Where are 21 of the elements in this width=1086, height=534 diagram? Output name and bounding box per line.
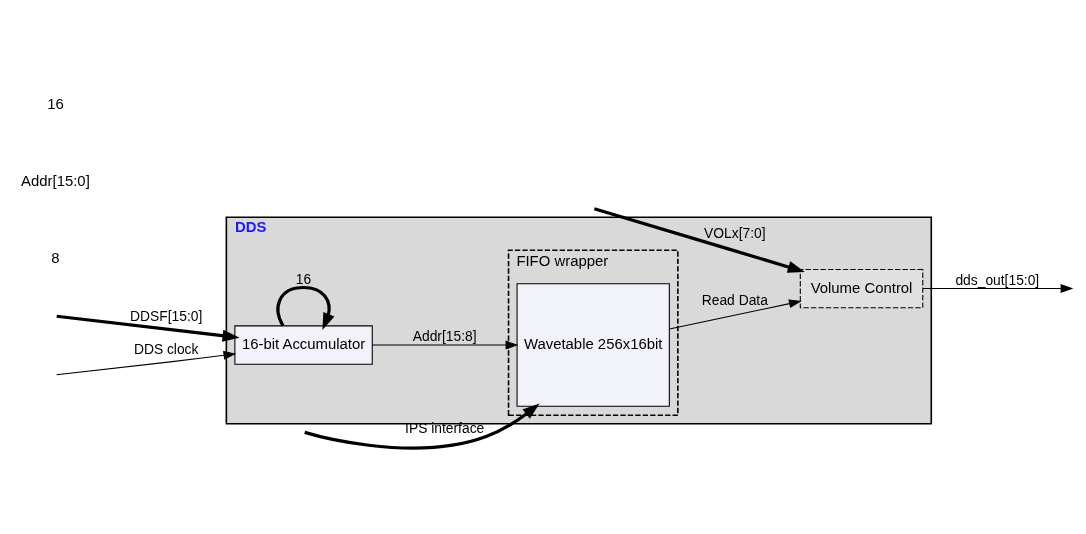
label: 16 [47, 95, 64, 112]
edge-label: 16 [295, 270, 312, 287]
edge-label: Addr[15:8] [412, 327, 477, 344]
label: 8 [51, 249, 60, 266]
edge-label: VOLx[7:0] [704, 224, 766, 241]
arrow [371, 340, 519, 349]
edge-label: DDSF[15:0] [130, 307, 203, 324]
arrow [56, 350, 237, 375]
edge-label: DDS clock [133, 340, 199, 357]
arrow [922, 283, 1074, 293]
node-box: 16-bit Accumulator [234, 324, 373, 365]
arrow [276, 285, 335, 330]
edge-label: Read Data [701, 291, 768, 308]
edge-label: dds_out[15:0] [955, 271, 1040, 288]
node-box: Wavetable 256x16bit [516, 282, 670, 407]
arrow [304, 402, 540, 450]
arrow [56, 314, 240, 342]
arrow [668, 298, 802, 330]
node-box: Volume Control [799, 268, 924, 308]
label: Addr[15:0] [21, 172, 90, 189]
arrow [593, 206, 805, 273]
